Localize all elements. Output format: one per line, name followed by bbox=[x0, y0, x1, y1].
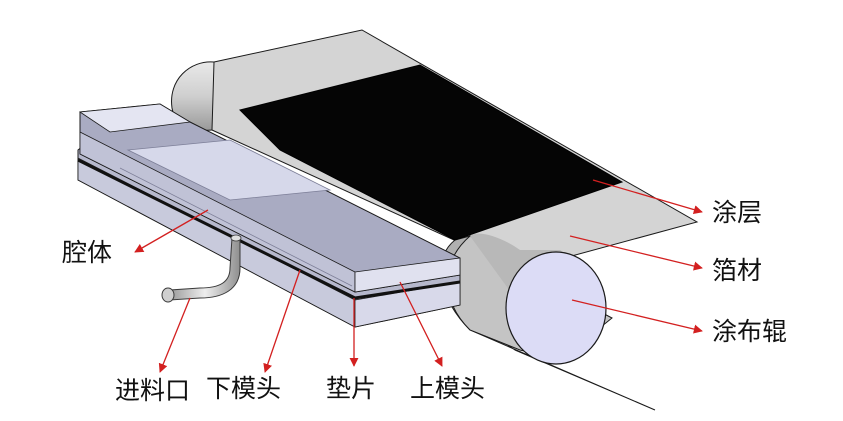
arrow-inlet bbox=[158, 297, 191, 373]
label-roller: 涂布辊 bbox=[712, 317, 788, 346]
leader-arrows bbox=[134, 179, 703, 373]
label-shim: 垫片 bbox=[326, 374, 377, 403]
label-cavity: 腔体 bbox=[62, 238, 113, 267]
arrow-roller bbox=[571, 299, 703, 334]
arrow-upper-die bbox=[399, 281, 443, 367]
coating-roller bbox=[470, 233, 607, 365]
arrow-coating bbox=[592, 179, 703, 215]
slot-die bbox=[77, 103, 461, 328]
label-foil: 箔材 bbox=[712, 256, 763, 285]
arrow-cavity bbox=[134, 209, 209, 253]
label-lower-die: 下模头 bbox=[206, 374, 282, 403]
arrow-foil bbox=[569, 235, 703, 271]
label-inlet: 进料口 bbox=[115, 376, 191, 405]
label-coating: 涂层 bbox=[712, 198, 763, 227]
shim-line bbox=[77, 158, 461, 300]
label-upper-die: 上模头 bbox=[410, 374, 486, 403]
cavity-window bbox=[126, 139, 332, 201]
coating-layer bbox=[239, 64, 624, 241]
roller-end-face bbox=[505, 251, 607, 365]
arrow-lower-die bbox=[263, 269, 301, 373]
